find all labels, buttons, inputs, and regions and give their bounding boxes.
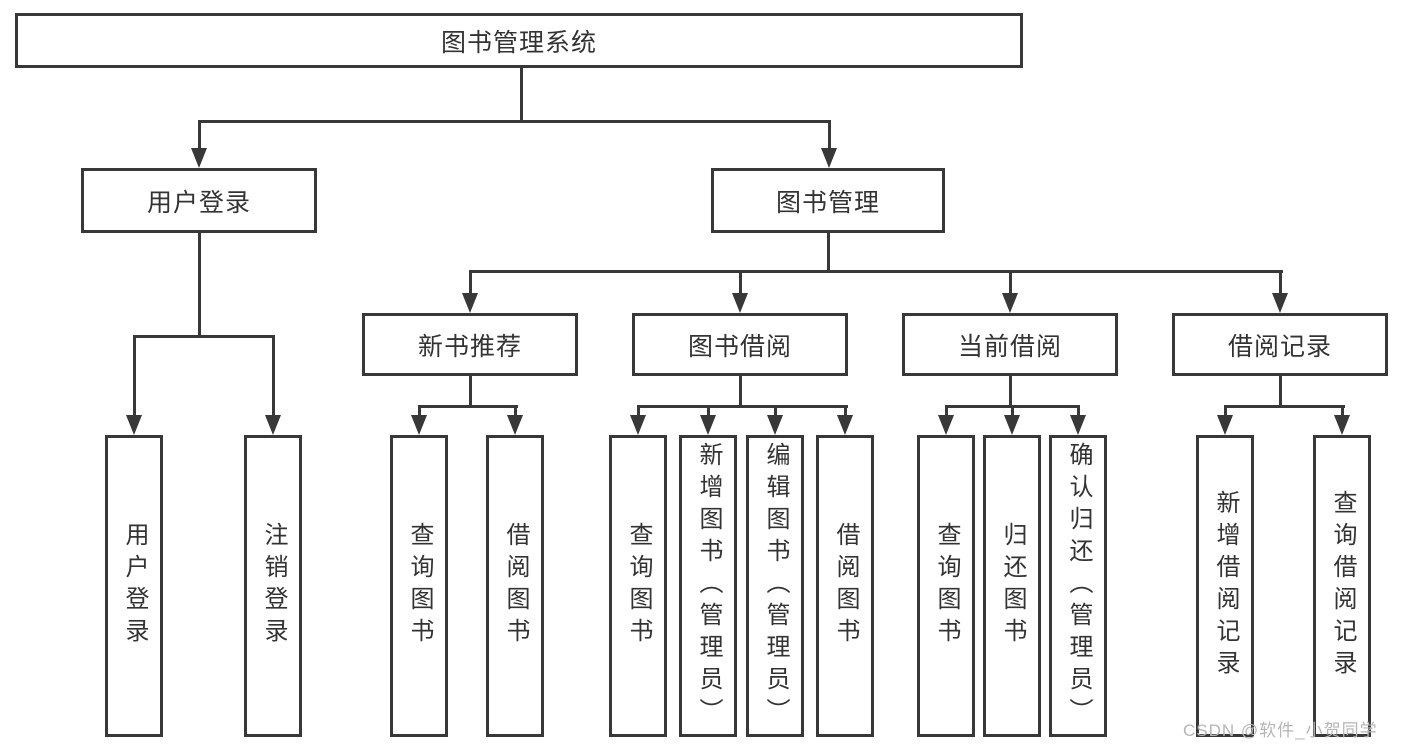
leaf-label: 借阅图书 — [832, 522, 859, 650]
arrow-down-icon — [732, 293, 748, 313]
connector-line — [739, 270, 742, 293]
connector-line — [520, 68, 523, 120]
connector-line — [133, 335, 275, 338]
node-borrow-records: 借阅记录 — [1172, 313, 1388, 376]
arrow-down-icon — [1004, 415, 1020, 435]
connector-line — [945, 405, 948, 415]
connector-line — [827, 233, 830, 270]
node-current-borrow: 当前借阅 — [902, 313, 1118, 376]
leaf-edit-books-admin: 编辑图书（管理员） — [746, 435, 804, 737]
node-root: 图书管理系统 — [15, 13, 1023, 68]
connector-line — [514, 405, 517, 415]
connector-line — [1341, 405, 1344, 415]
connector-line — [1077, 405, 1080, 415]
arrow-down-icon — [1070, 415, 1086, 435]
arrow-down-icon — [507, 415, 523, 435]
connector-line — [1279, 270, 1282, 293]
leaf-label: 注销登录 — [260, 522, 287, 650]
arrow-down-icon — [191, 148, 207, 168]
leaf-label: 新增图书（管理员） — [695, 442, 722, 730]
arrow-down-icon — [462, 293, 478, 313]
connector-line — [272, 335, 275, 415]
arrow-down-icon — [767, 415, 783, 435]
connector-line — [828, 120, 831, 148]
connector-line — [1224, 405, 1227, 415]
leaf-label: 查询图书 — [406, 522, 433, 650]
arrow-down-icon — [1217, 415, 1233, 435]
connector-line — [1224, 405, 1345, 408]
connector-line — [1009, 270, 1012, 293]
arrow-down-icon — [1002, 293, 1018, 313]
connector-line — [774, 405, 777, 415]
leaf-add-books-admin: 新增图书（管理员） — [679, 435, 737, 737]
leaf-return-books: 归还图书 — [983, 435, 1041, 737]
leaf-label: 用户登录 — [121, 522, 148, 650]
leaf-label: 归还图书 — [999, 522, 1026, 650]
connector-line — [469, 376, 472, 405]
connector-line — [469, 270, 1283, 273]
leaf-query-books-3: 查询图书 — [917, 435, 975, 737]
arrow-down-icon — [630, 415, 646, 435]
connector-line — [198, 120, 831, 123]
arrow-down-icon — [821, 148, 837, 168]
leaf-label: 借阅图书 — [502, 522, 529, 650]
connector-line — [469, 270, 472, 293]
leaf-label: 编辑图书（管理员） — [762, 442, 789, 730]
node-book-borrow: 图书借阅 — [632, 313, 848, 376]
leaf-label: 确认归还（管理员） — [1065, 442, 1092, 730]
arrow-down-icon — [700, 415, 716, 435]
leaf-label: 查询图书 — [933, 522, 960, 650]
arrow-down-icon — [411, 415, 427, 435]
leaf-label: 新增借阅记录 — [1212, 490, 1239, 682]
node-user-login: 用户登录 — [81, 168, 317, 233]
connector-line — [1279, 376, 1282, 405]
connector-line — [739, 376, 742, 405]
connector-line — [418, 405, 518, 408]
node-new-book-recommend: 新书推荐 — [362, 313, 578, 376]
leaf-borrow-books-1: 借阅图书 — [486, 435, 544, 737]
arrow-down-icon — [1272, 293, 1288, 313]
csdn-watermark: CSDN @软件_小贺同学 — [1183, 721, 1378, 740]
leaf-query-books-2: 查询图书 — [609, 435, 667, 737]
leaf-logout: 注销登录 — [244, 435, 302, 737]
leaf-label: 查询图书 — [625, 522, 652, 650]
node-book-management: 图书管理 — [711, 168, 945, 233]
arrow-down-icon — [938, 415, 954, 435]
leaf-label: 查询借阅记录 — [1329, 490, 1356, 682]
connector-line — [1009, 376, 1012, 405]
leaf-user-login: 用户登录 — [105, 435, 163, 737]
arrow-down-icon — [126, 415, 142, 435]
connector-line — [707, 405, 710, 415]
arrow-down-icon — [1334, 415, 1350, 435]
leaf-add-borrow-record: 新增借阅记录 — [1196, 435, 1254, 737]
connector-line — [133, 335, 136, 415]
connector-line — [198, 233, 201, 335]
leaf-query-books-1: 查询图书 — [390, 435, 448, 737]
connector-line — [637, 405, 848, 408]
leaf-confirm-return-admin: 确认归还（管理员） — [1049, 435, 1107, 737]
arrow-down-icon — [265, 415, 281, 435]
connector-line — [1011, 405, 1014, 415]
connector-line — [844, 405, 847, 415]
arrow-down-icon — [837, 415, 853, 435]
connector-line — [637, 405, 640, 415]
connector-line — [418, 405, 421, 415]
leaf-borrow-books-2: 借阅图书 — [816, 435, 874, 737]
leaf-query-borrow-record: 查询借阅记录 — [1313, 435, 1371, 737]
connector-line — [198, 120, 201, 148]
